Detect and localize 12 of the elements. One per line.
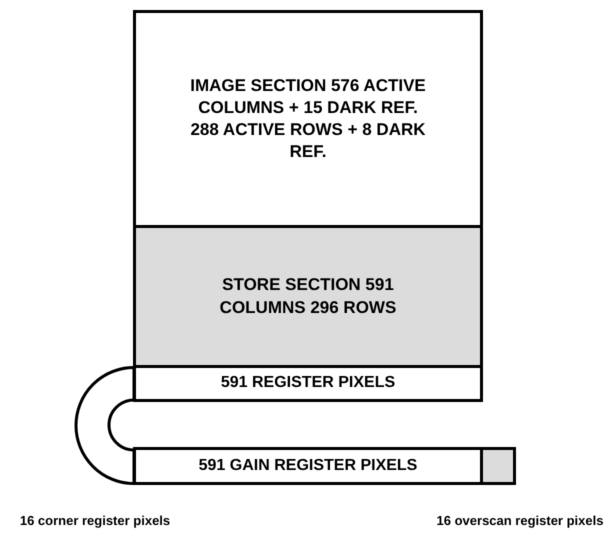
overscan-register-box bbox=[480, 447, 516, 485]
section-label: STORE SECTION 591 COLUMNS 296 ROWS bbox=[218, 274, 398, 318]
u-shaped-register-band bbox=[74, 366, 136, 485]
section-box bbox=[133, 447, 483, 485]
section-label: IMAGE SECTION 576 ACTIVE COLUMNS + 15 DARK REF. 288 ACTIVE ROWS + 8 DARK REF. bbox=[189, 74, 427, 164]
caption-text: 16 overscan register pixels bbox=[436, 512, 604, 530]
section-label: 591 GAIN REGISTER PIXELS bbox=[198, 456, 418, 476]
section-box bbox=[133, 365, 483, 402]
caption-text: 16 corner register pixels bbox=[18, 512, 172, 530]
section-box bbox=[133, 10, 483, 228]
section-box bbox=[133, 225, 483, 368]
section-label: 591 REGISTER PIXELS bbox=[220, 373, 396, 394]
